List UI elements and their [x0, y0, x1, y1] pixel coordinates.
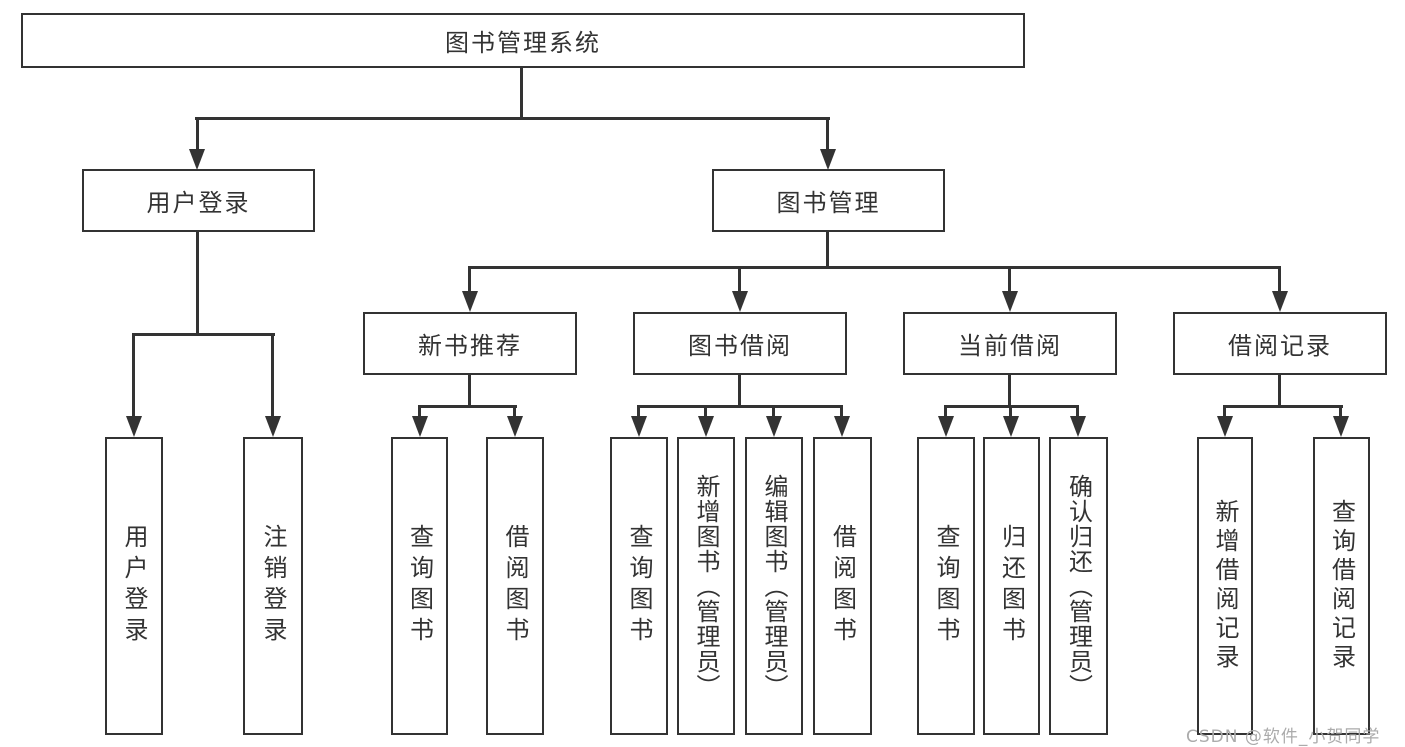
arrow-down-icon	[1003, 416, 1019, 437]
arrow-down-icon	[698, 416, 714, 437]
node-label: 图书管理系统	[445, 29, 601, 57]
node-new-book-recommend: 新书推荐	[363, 312, 577, 375]
leaf-edit-book-admin: 编辑图书（管理员）	[745, 437, 803, 735]
leaf-label: 归还图书	[997, 524, 1026, 648]
leaf-borrow-books-recommend: 借阅图书	[486, 437, 544, 735]
connector-line	[132, 333, 275, 336]
connector-line	[513, 405, 516, 417]
connector-line	[772, 405, 775, 417]
connector-line	[418, 405, 421, 417]
arrow-down-icon	[265, 416, 281, 437]
leaf-label: 确认归还（管理员）	[1064, 473, 1093, 699]
leaf-label: 查询图书	[932, 524, 960, 648]
leaf-label: 新增图书（管理员）	[692, 473, 720, 699]
arrow-down-icon	[631, 416, 647, 437]
node-label: 图书管理	[776, 189, 881, 217]
node-user-login-branch: 用户登录	[82, 169, 315, 232]
leaf-query-borrow-record: 查询借阅记录	[1313, 437, 1370, 735]
arrow-down-icon	[1272, 291, 1288, 312]
arrow-down-icon	[1002, 291, 1018, 312]
connector-line	[826, 117, 829, 150]
connector-line	[195, 117, 830, 120]
connector-line	[520, 68, 523, 118]
connector-line	[468, 266, 471, 292]
arrow-down-icon	[507, 416, 523, 437]
connector-line	[1008, 266, 1011, 292]
connector-line	[1076, 405, 1079, 417]
arrow-down-icon	[766, 416, 782, 437]
leaf-label: 借阅图书	[828, 524, 857, 648]
arrow-down-icon	[412, 416, 428, 437]
node-label: 用户登录	[146, 189, 251, 217]
connector-line	[196, 232, 199, 334]
leaf-add-borrow-record: 新增借阅记录	[1197, 437, 1253, 735]
leaf-label: 查询图书	[625, 524, 653, 648]
leaf-query-books-borrow: 查询图书	[610, 437, 668, 735]
connector-line	[468, 375, 471, 406]
connector-line	[196, 117, 199, 150]
leaf-label: 借阅图书	[501, 524, 529, 648]
connector-line	[738, 375, 741, 406]
leaf-logout: 注销登录	[243, 437, 303, 735]
leaf-query-books-current: 查询图书	[917, 437, 975, 735]
leaf-confirm-return-admin: 确认归还（管理员）	[1049, 437, 1108, 735]
leaf-label: 注销登录	[259, 524, 287, 648]
leaf-label: 查询借阅记录	[1327, 499, 1356, 673]
node-borrow-records: 借阅记录	[1173, 312, 1387, 375]
connector-line	[738, 266, 741, 292]
watermark: CSDN @软件_小贺同学	[1186, 727, 1381, 747]
node-label: 图书借阅	[688, 332, 792, 360]
leaf-borrow-books: 借阅图书	[813, 437, 872, 735]
node-label: 借阅记录	[1228, 332, 1332, 360]
arrow-down-icon	[732, 291, 748, 312]
arrow-down-icon	[1070, 416, 1086, 437]
connector-line	[1009, 405, 1012, 417]
node-current-borrowing: 当前借阅	[903, 312, 1117, 375]
connector-line	[468, 266, 1281, 269]
connector-line	[637, 405, 640, 417]
node-label: 新书推荐	[418, 332, 522, 360]
connector-line	[704, 405, 707, 417]
leaf-query-books-recommend: 查询图书	[391, 437, 448, 735]
arrow-down-icon	[189, 149, 205, 170]
leaf-label: 新增借阅记录	[1211, 499, 1239, 673]
connector-line	[637, 405, 843, 408]
node-book-borrowing: 图书借阅	[633, 312, 847, 375]
arrow-down-icon	[938, 416, 954, 437]
connector-line	[1223, 405, 1343, 408]
arrow-down-icon	[834, 416, 850, 437]
connector-line	[1339, 405, 1342, 417]
connector-line	[840, 405, 843, 417]
connector-line	[418, 405, 517, 408]
arrow-down-icon	[1333, 416, 1349, 437]
leaf-label: 查询图书	[405, 524, 434, 648]
connector-line	[1008, 375, 1011, 406]
arrow-down-icon	[820, 149, 836, 170]
connector-line	[826, 232, 829, 267]
connector-line	[944, 405, 947, 417]
node-label: 当前借阅	[958, 332, 1062, 360]
leaf-add-book-admin: 新增图书（管理员）	[677, 437, 735, 735]
connector-line	[1278, 375, 1281, 406]
arrow-down-icon	[462, 291, 478, 312]
leaf-return-books: 归还图书	[983, 437, 1040, 735]
leaf-label: 编辑图书（管理员）	[760, 473, 788, 699]
leaf-user-login: 用户登录	[105, 437, 163, 735]
connector-line	[1223, 405, 1226, 417]
connector-line	[271, 333, 274, 416]
node-book-management: 图书管理	[712, 169, 945, 232]
node-library-system: 图书管理系统	[21, 13, 1025, 68]
arrow-down-icon	[1217, 416, 1233, 437]
connector-line	[132, 333, 135, 416]
leaf-label: 用户登录	[120, 524, 148, 648]
arrow-down-icon	[126, 416, 142, 437]
connector-line	[1278, 266, 1281, 292]
